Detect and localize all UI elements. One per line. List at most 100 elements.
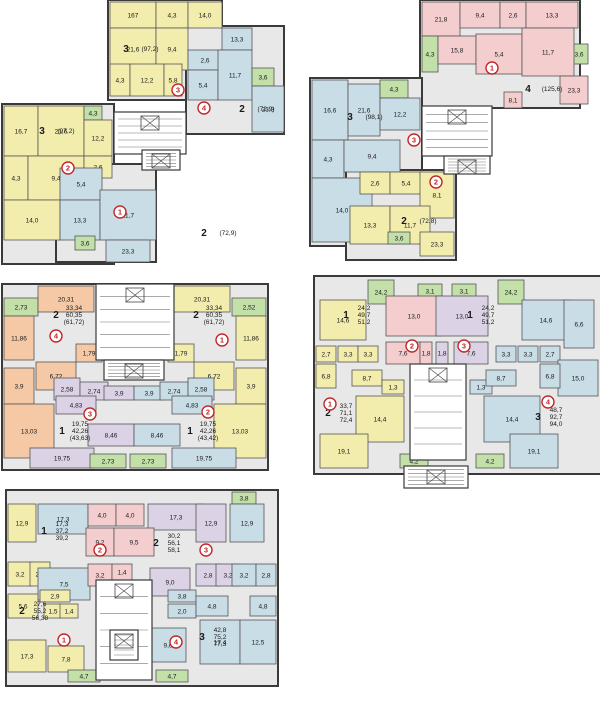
apartment-full-area: 51,2	[482, 319, 495, 326]
room-fill	[187, 1, 223, 29]
room-fill	[539, 345, 561, 363]
room: 3,8	[231, 491, 257, 505]
stair-lift-core	[403, 465, 469, 489]
room-fill	[485, 369, 517, 387]
room: 23,3	[419, 231, 455, 257]
room-area-label: 12,9	[16, 521, 29, 528]
apartment-living-area: 19,75	[72, 421, 89, 428]
room-area-label: 3,2	[15, 572, 24, 579]
room: 4,3	[421, 35, 439, 73]
apartment-total-area: 60,35	[206, 312, 223, 319]
room-fill	[7, 639, 47, 673]
lift-icon	[114, 583, 134, 599]
room-fill	[105, 239, 151, 263]
room-area-label: 9,4	[167, 47, 176, 54]
room-fill	[539, 363, 561, 389]
room: 2,6	[499, 1, 527, 29]
apartment-total-area: 55,2	[34, 608, 47, 615]
apartment-room-count: 2	[19, 606, 25, 617]
apartment-number-badge: 1	[57, 633, 71, 647]
room-fill	[59, 603, 79, 619]
room-area-label: 17,4	[214, 640, 227, 647]
apartment-label: 233,771,172,4	[325, 403, 352, 424]
apartment-number: 1	[220, 336, 224, 345]
apartment-living-area: 42,8	[214, 627, 227, 634]
room: 12,5	[239, 619, 277, 665]
apartment-room-count: 3	[535, 412, 541, 423]
room-area-label: 1,4	[117, 570, 126, 577]
apartment-label: 117,337,239,2	[41, 521, 68, 542]
room: 4,8	[249, 595, 277, 617]
room-area-label: 19,75	[54, 456, 71, 463]
room-area-label: 2,73	[102, 459, 115, 466]
room-area-label: 12,2	[92, 136, 105, 143]
room: 19,1	[319, 433, 369, 469]
apartment-label: 3(98,1)	[347, 112, 382, 123]
room-fill	[3, 367, 35, 405]
room: 17,3	[7, 639, 47, 673]
lift-icon	[140, 115, 160, 131]
room-area-label: 8,46	[105, 433, 118, 440]
room-fill	[521, 27, 575, 77]
apartment-full-area: (61,72)	[204, 319, 225, 326]
room-area-label: 20,31	[58, 297, 75, 304]
apartment-living-area: 30,2	[168, 533, 181, 540]
room-area-label: 3,3	[523, 352, 532, 359]
apartment-room-count: 2	[325, 408, 331, 419]
apartment-full-area: 94,0	[550, 421, 563, 428]
room: 8,7	[485, 369, 517, 387]
room-area-label: 1,79	[175, 351, 188, 358]
room: 4,3	[83, 105, 103, 121]
apartment-room-count: 2	[53, 310, 59, 321]
lift-icon	[447, 109, 467, 125]
apartment-label: 4(125,6)	[525, 84, 562, 95]
lift-icon	[151, 153, 171, 169]
room: 1,5	[43, 603, 63, 619]
apartment-label: 3(97,2)	[123, 44, 158, 55]
room: 5,4	[187, 69, 219, 101]
room-area-label: 8,7	[496, 376, 505, 383]
apartment-total-area: (98,1)	[366, 114, 383, 121]
apartment-room-count: 1	[59, 426, 65, 437]
room: 167	[109, 1, 157, 29]
room-area-label: 1,4	[64, 609, 73, 616]
room: 3,3	[337, 345, 359, 363]
room-area-label: 4,7	[79, 674, 88, 681]
room-area-label: 4,3	[323, 157, 332, 164]
apartment-number-badge: 1	[323, 397, 337, 411]
apartment-label: 230,256,158,1	[153, 533, 180, 554]
room: 8,7	[351, 369, 383, 387]
room: 16,6	[311, 79, 349, 141]
room: 3,8	[167, 589, 197, 603]
room: 23,3	[105, 239, 151, 263]
room: 5,4	[389, 171, 423, 195]
room-area-label: 1,3	[476, 385, 485, 392]
apartment-number: 4	[54, 332, 59, 341]
room: 3,9	[103, 385, 135, 401]
room-area-label: 13,0	[456, 314, 469, 321]
room-fill	[255, 563, 277, 587]
room: 11,7	[217, 49, 253, 101]
room-fill	[509, 433, 559, 469]
room-area-label: 14,6	[337, 318, 350, 325]
room-fill	[99, 189, 157, 241]
room-area-label: 3,9	[14, 384, 23, 391]
room-area-label: 3,8	[177, 594, 186, 601]
room-area-label: 8,1	[432, 193, 441, 200]
room-fill	[435, 295, 489, 337]
room-fill	[37, 285, 95, 313]
room: 3,3	[495, 345, 517, 363]
room-fill	[7, 593, 39, 619]
room: 8,1	[503, 91, 523, 109]
room-area-label: 1,8	[437, 351, 446, 358]
room: 1,8	[435, 341, 449, 365]
room: 17,3	[147, 503, 205, 531]
lift-icon	[124, 363, 144, 379]
apartment-living-area: 27,6	[34, 601, 47, 608]
room: 9,4	[459, 1, 501, 29]
room-fill	[3, 155, 29, 201]
lift-icon	[428, 367, 448, 383]
room-fill	[437, 35, 477, 65]
lift-icon	[426, 469, 446, 485]
room: 14,0	[187, 1, 223, 29]
